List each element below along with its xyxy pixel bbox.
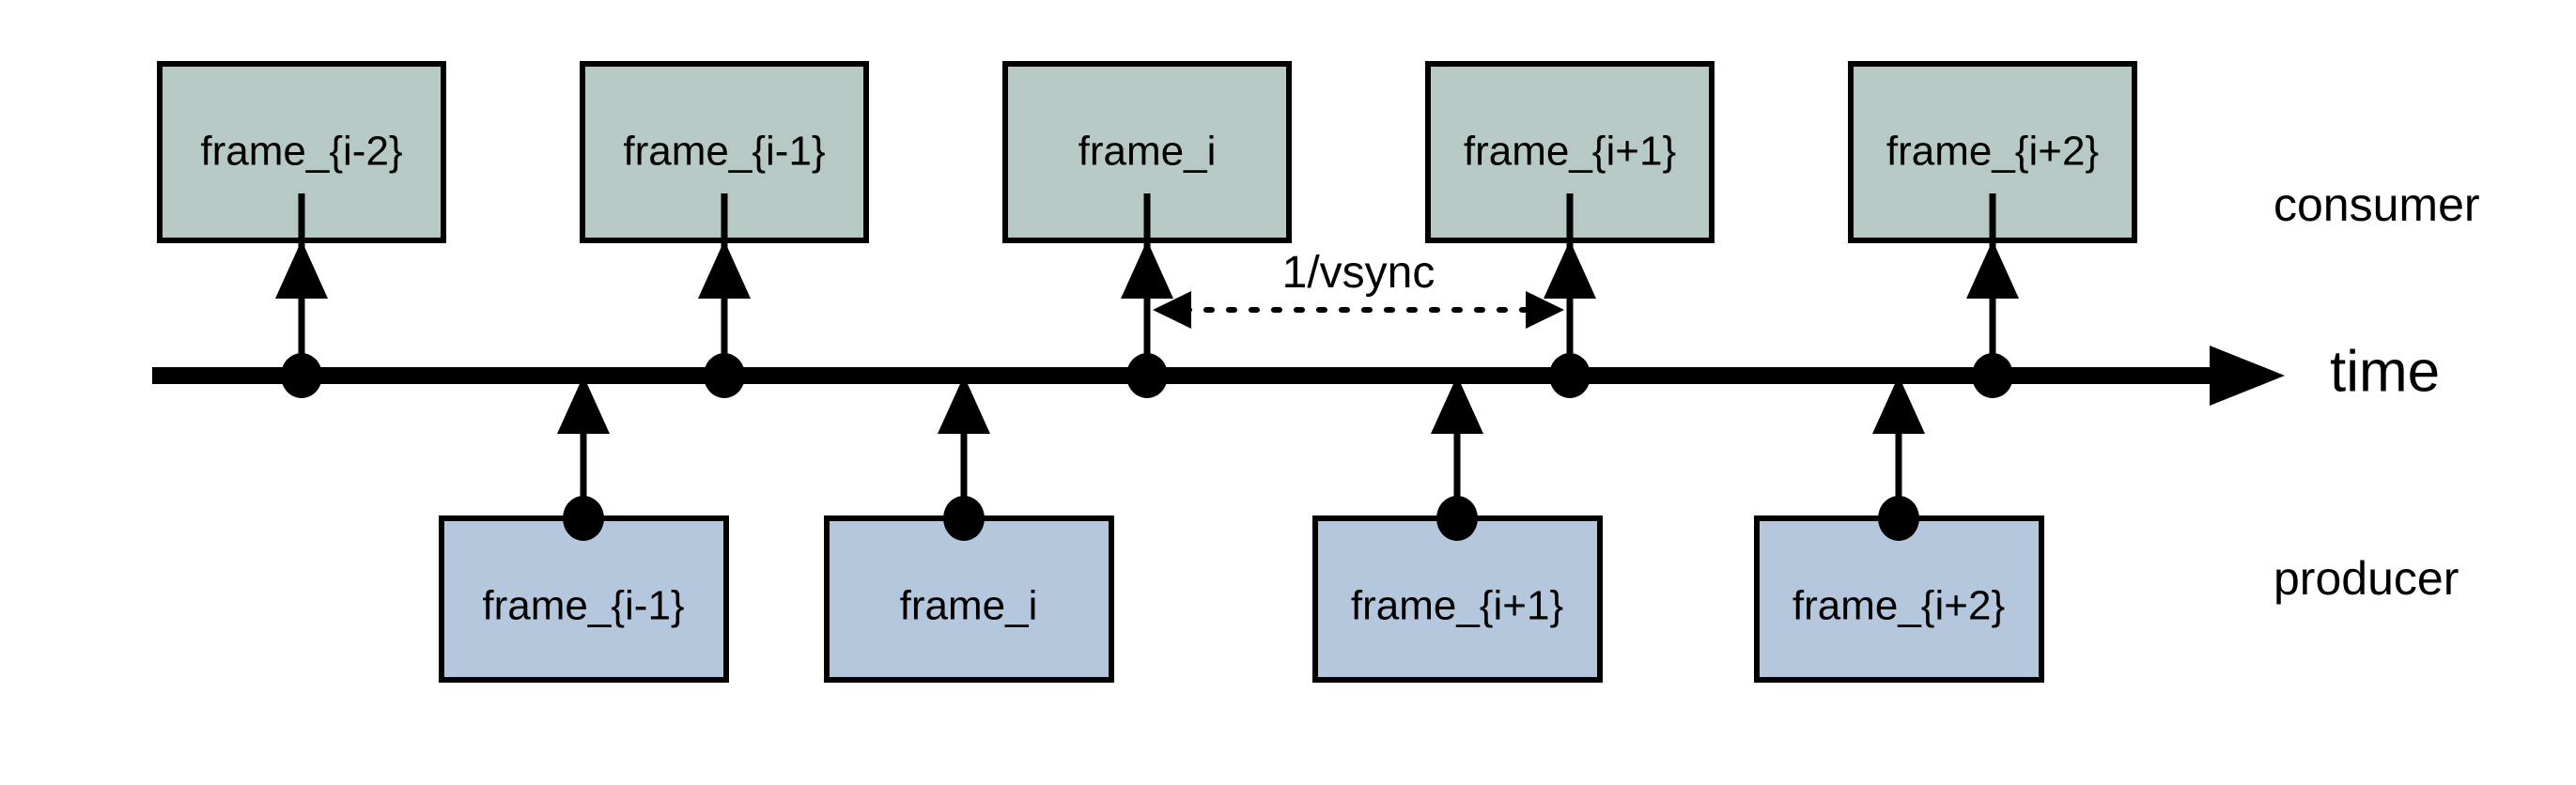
consumer-connector-arrow (1121, 193, 1173, 376)
producer-lane: frame_{i-1} frame_i frame_{i+1} frame_{i… (439, 516, 2044, 683)
arrow-up-icon (698, 240, 751, 299)
timeline-dot (1549, 353, 1591, 398)
consumer-lane: frame_{i-2} frame_{i-1} frame_i frame_{i… (157, 61, 2137, 243)
consumer-box-label: frame_{i-2} (200, 129, 402, 175)
producer-dot (1436, 496, 1478, 541)
vsync-annotation: 1/vsync (1153, 248, 1564, 329)
consumer-connector-arrow (1544, 193, 1596, 376)
consumer-box-label: frame_{i+2} (1886, 129, 2099, 175)
timeline-dot (704, 353, 745, 398)
timeline-dot (1126, 353, 1168, 398)
producer-frame-box[interactable]: frame_{i+2} (1754, 516, 2044, 683)
consumer-sample-dots (281, 353, 2013, 398)
producer-connector-arrow (938, 376, 990, 518)
vsync-label: 1/vsync (1282, 248, 1435, 298)
producer-frame-box[interactable]: frame_{i-1} (439, 516, 729, 683)
consumer-frame-box[interactable]: frame_{i-1} (580, 61, 869, 243)
consumer-box-label: frame_{i-1} (623, 129, 825, 175)
producer-dot (563, 496, 604, 541)
producer-connector-arrow (1431, 376, 1483, 518)
producer-connector-arrow (557, 376, 610, 518)
producer-lane-label: producer (2273, 552, 2459, 605)
producer-frame-box[interactable]: frame_i (824, 516, 1114, 683)
timeline-dot (1972, 353, 2013, 398)
producer-frame-box[interactable]: frame_{i+1} (1312, 516, 1603, 683)
producer-connector-arrow (1872, 376, 1925, 518)
arrow-up-icon (1872, 376, 1925, 434)
arrow-right-icon (1526, 291, 1564, 329)
producer-box-label: frame_{i-1} (482, 583, 684, 629)
producer-box-label: frame_{i+2} (1792, 583, 2005, 629)
arrow-up-icon (938, 376, 990, 434)
consumer-connector-arrow (275, 193, 328, 376)
producer-dot (1878, 496, 1919, 541)
producer-sample-dots (563, 496, 1919, 541)
consumer-connector-arrow (698, 193, 751, 376)
time-axis (152, 346, 2285, 406)
producer-box-label: frame_i (900, 583, 1038, 629)
time-axis-arrow-icon (2210, 346, 2285, 406)
producer-box-rect[interactable] (1754, 516, 2044, 683)
arrow-left-icon (1153, 291, 1191, 329)
arrow-up-icon (1431, 376, 1483, 434)
consumer-box-label: frame_{i+1} (1464, 129, 1676, 175)
arrow-up-icon (1121, 240, 1173, 299)
arrow-up-icon (557, 376, 610, 434)
producer-dot (943, 496, 985, 541)
consumer-box-label: frame_i (1079, 129, 1217, 175)
consumer-connector-arrow (1966, 193, 2019, 376)
producer-connectors (557, 376, 1925, 518)
producer-box-label: frame_{i+1} (1351, 583, 1563, 629)
timeline-dot (281, 353, 322, 398)
consumer-lane-label: consumer (2273, 178, 2480, 231)
producer-box-rect[interactable] (1312, 516, 1603, 683)
arrow-up-icon (275, 240, 328, 299)
consumer-connectors (275, 193, 2019, 376)
time-axis-label: time (2330, 339, 2440, 404)
arrow-up-icon (1966, 240, 2019, 299)
arrow-up-icon (1544, 240, 1596, 299)
